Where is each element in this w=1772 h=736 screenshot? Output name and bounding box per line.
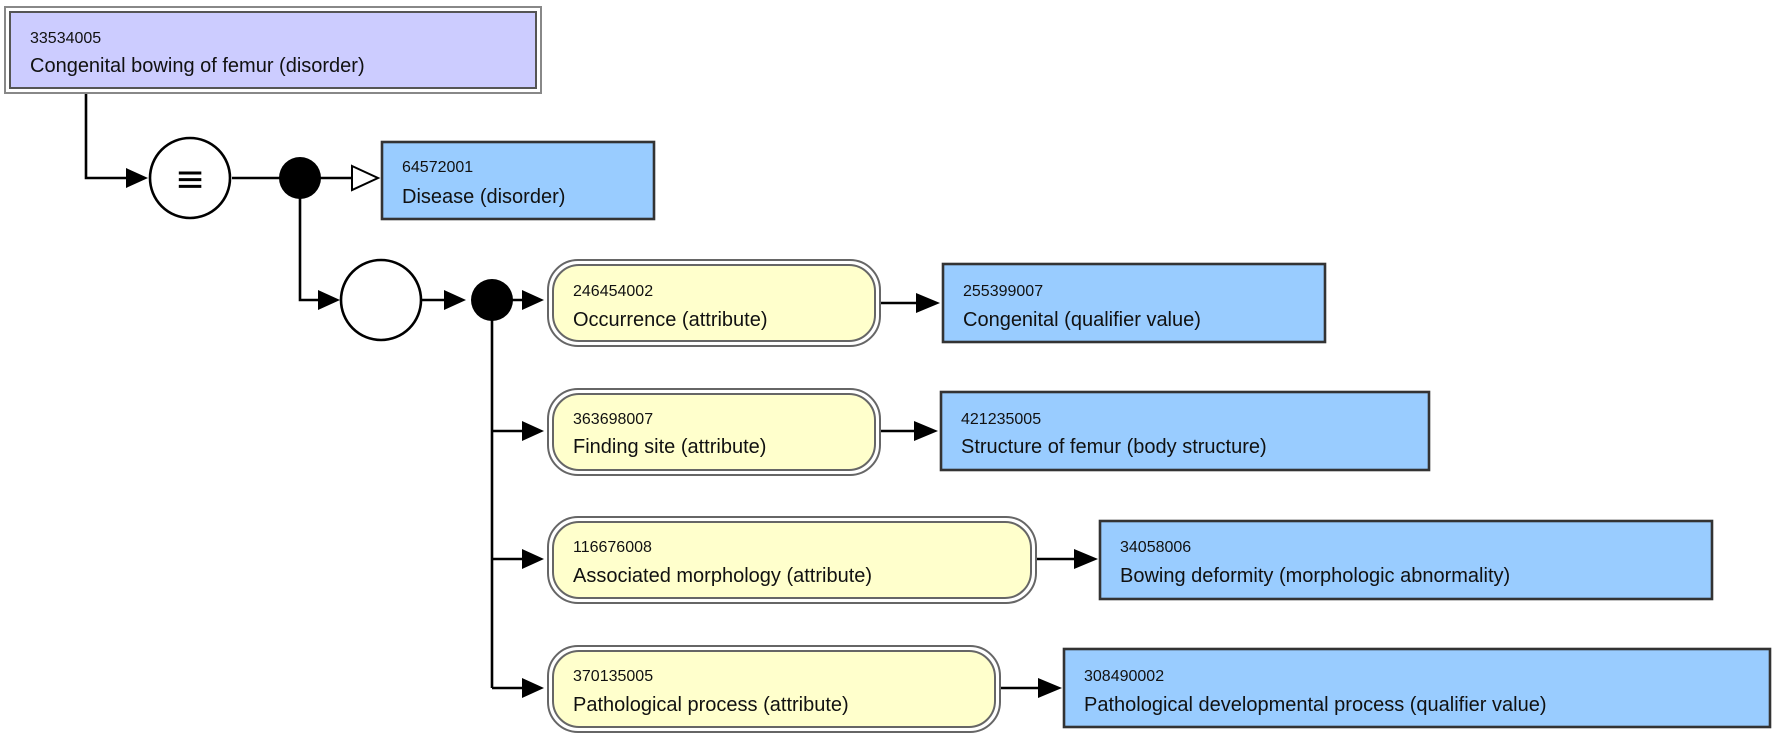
relationship-pathological-process[interactable]: 370135005 Pathological process (attribut… — [547, 645, 1001, 733]
value-label: Pathological developmental process (qual… — [1084, 694, 1546, 716]
arrowhead — [522, 421, 544, 441]
arrowhead — [1038, 678, 1062, 698]
value-id: 255399007 — [963, 283, 1043, 300]
value-id: 421235005 — [961, 411, 1041, 428]
connector-concept-to-operator — [84, 93, 134, 180]
attribute-label: Associated morphology (attribute) — [573, 565, 872, 587]
connector-conjunction-to-group — [298, 178, 326, 302]
attribute-label: Occurrence (attribute) — [573, 309, 768, 331]
arrowhead — [522, 678, 544, 698]
value-box — [1062, 647, 1772, 729]
attribute-id: 370135005 — [573, 668, 653, 685]
concept-label: Congenital bowing of femur (disorder) — [30, 55, 365, 77]
is-a-arrowhead — [351, 164, 381, 192]
attribute-box — [552, 650, 996, 728]
parent-box — [380, 140, 656, 221]
parent-id: 64572001 — [402, 159, 473, 176]
attribute-id: 116676008 — [573, 539, 652, 556]
arrowhead — [914, 421, 938, 441]
defined-concept-node[interactable]: 33534005 Congenital bowing of femur (dis… — [4, 6, 542, 94]
parent-concept-node[interactable]: 64572001 Disease (disorder) — [380, 140, 656, 221]
concept-box — [9, 11, 537, 89]
value-label: Structure of femur (body structure) — [961, 436, 1267, 458]
value-box — [939, 390, 1431, 472]
value-box — [1098, 519, 1714, 601]
attribute-label: Pathological process (attribute) — [573, 694, 849, 716]
arrowhead — [444, 290, 466, 310]
value-pathological-developmental-process[interactable]: 308490002 Pathological developmental pro… — [1062, 647, 1772, 729]
conjunction-dot — [279, 157, 321, 199]
concept-id: 33534005 — [30, 30, 101, 47]
attribute-id: 363698007 — [573, 411, 653, 428]
value-box — [941, 262, 1327, 344]
arrowhead — [318, 290, 340, 310]
attribute-box — [552, 521, 1032, 599]
value-bowing-deformity[interactable]: 34058006 Bowing deformity (morphologic a… — [1098, 519, 1714, 601]
arrowhead — [522, 290, 544, 310]
value-structure-of-femur[interactable]: 421235005 Structure of femur (body struc… — [939, 390, 1431, 472]
value-label: Congenital (qualifier value) — [963, 309, 1201, 331]
equivalence-symbol: ≡ — [175, 159, 205, 200]
arrowhead — [126, 168, 148, 188]
value-label: Bowing deformity (morphologic abnormalit… — [1120, 565, 1510, 587]
attribute-box — [552, 393, 876, 471]
attribute-box — [552, 264, 876, 342]
attribute-group-circle — [339, 258, 423, 342]
relationship-associated-morphology[interactable]: 116676008 Associated morphology (attribu… — [547, 516, 1037, 604]
value-id: 308490002 — [1084, 668, 1164, 685]
arrowhead — [1074, 549, 1098, 569]
value-id: 34058006 — [1120, 539, 1191, 556]
attribute-label: Finding site (attribute) — [573, 436, 766, 458]
arrowhead — [522, 549, 544, 569]
parent-label: Disease (disorder) — [402, 186, 565, 208]
equivalence-operator: ≡ — [148, 136, 232, 220]
value-congenital[interactable]: 255399007 Congenital (qualifier value) — [941, 262, 1327, 344]
relationship-occurrence[interactable]: 246454002 Occurrence (attribute) — [547, 259, 881, 347]
relationship-finding-site[interactable]: 363698007 Finding site (attribute) — [547, 388, 881, 476]
group-conjunction-dot — [471, 279, 513, 321]
attribute-id: 246454002 — [573, 283, 653, 300]
arrowhead — [916, 293, 940, 313]
